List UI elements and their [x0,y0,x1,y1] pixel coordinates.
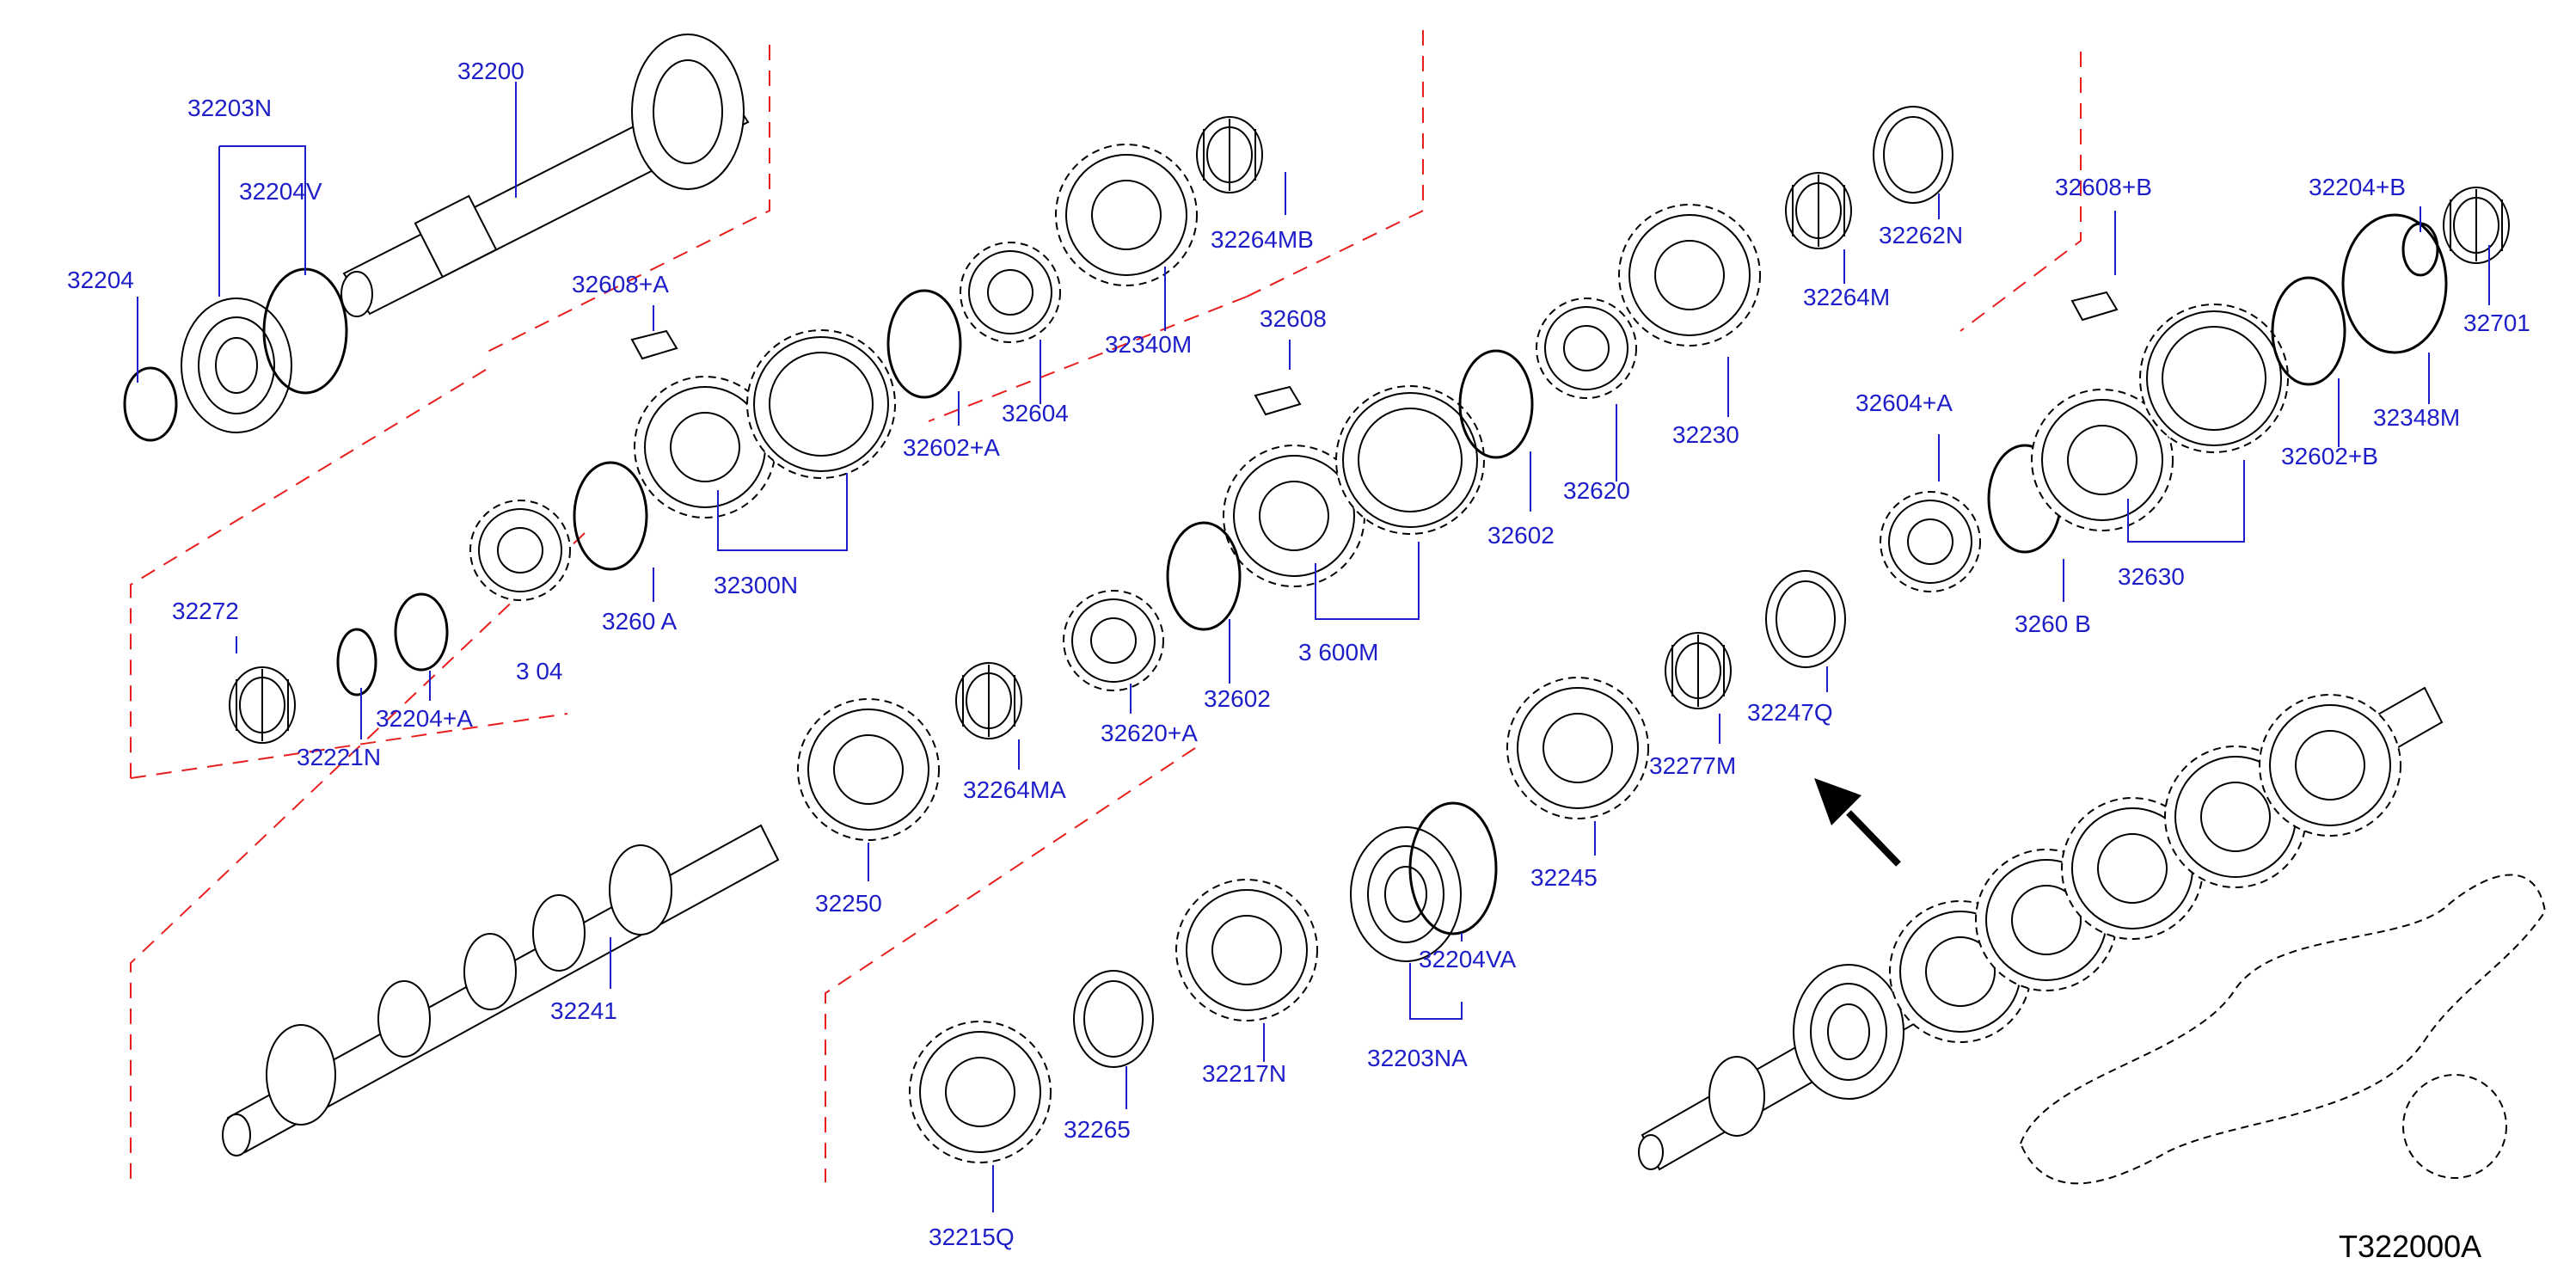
label-32300N: 32300N [714,572,798,598]
snap-ring-32602-A-upper [886,289,962,399]
label-32241: 32241 [550,997,617,1024]
label-32348M: 32348M [2373,404,2460,431]
bearing-32203NA [1350,826,1462,962]
label-32701: 32701 [2463,310,2530,336]
gear-32340M [1055,144,1198,286]
label-32277M: 32277M [1649,752,1736,779]
label-32602-B: 32602+B [2281,443,2378,469]
assembly-boundary-lines [130,30,2082,1182]
bushing-32247Q [1765,570,1846,668]
label-3260-B: 3260 B [2015,610,2091,637]
label-32608: 32608 [1260,305,1327,332]
part-labels: 32203N 32200 32204V 32204 32608+A 32300N… [67,58,2530,1250]
front-direction-arrow [1814,778,1901,867]
label-32217N: 32217N [1202,1060,1286,1087]
synchro-hub-32604 [960,242,1061,343]
needle-bearing-32264MA [955,662,1022,739]
ring-32221N [336,628,377,696]
label-32264M: 32264M [1803,284,1890,310]
label-32620-A: 32620+A [1101,720,1198,746]
needle-bearing-32264MB [1196,116,1263,193]
coupling-sleeve-32630 [2139,304,2289,453]
label-32230: 32230 [1672,421,1739,448]
label-32620: 32620 [1563,477,1630,504]
label-3260-A: 3260 A [602,608,678,635]
label-32272: 32272 [172,598,239,624]
label-32630: 32630 [2118,563,2185,590]
label-32602-middle: 32602 [1487,522,1555,549]
main-bearing-32203N [181,298,292,433]
snap-ring-32204 [123,366,178,442]
synchro-hub-32604-A [1880,491,1981,592]
label-32204: 32204 [67,267,134,293]
pilot-bearing-32701 [2443,187,2510,264]
label-32262N: 32262N [1879,222,1963,248]
insert-32608-A [630,329,678,360]
gear-32245 [1506,677,1649,819]
label-32608-A: 32608+A [572,271,669,298]
label-32604-A: 32604+A [1855,390,1953,416]
label-3-600M: 3 600M [1298,639,1378,666]
label-32245: 32245 [1530,864,1598,891]
leader-lines [137,82,2490,1212]
label-32204-B: 32204+B [2309,174,2406,200]
bushing-32265 [1073,970,1154,1068]
input-shaft-32200 [340,34,750,317]
label-32264MA: 32264MA [963,776,1066,803]
snap-ring-32204-A [394,592,449,672]
label-32215Q: 32215Q [929,1224,1015,1250]
label-32250: 32250 [815,890,882,917]
snap-ring-32602-lower [1166,521,1242,631]
synchro-hub-32620 [1536,298,1637,399]
label-32203N: 32203N [187,95,272,121]
insert-32608-B [2070,291,2119,322]
label-32204V: 32204V [239,178,322,205]
label-32604: 32604 [1002,400,1069,426]
snap-ring-3260-A [573,461,648,571]
snap-ring-32602-B [2271,276,2346,386]
diagram-code: T322000A [2339,1229,2481,1264]
bushing-32262N [1873,106,1953,204]
label-32608-B: 32608+B [2055,174,2152,200]
snap-ring-32348M [2341,213,2448,354]
label-32340M: 32340M [1105,331,1192,358]
gear-32215Q [909,1021,1052,1163]
mainshaft-32241 [222,824,780,1156]
gear-32250 [797,698,940,841]
label-32265: 32265 [1064,1116,1131,1143]
synchro-hub-32620-A [1063,590,1164,691]
label-32602-lower: 32602 [1204,685,1271,712]
coupling-sleeve-3-600M [1335,385,1485,535]
snap-ring-32602-middle [1458,349,1534,459]
needle-bearing-32272 [229,666,296,744]
label-32203NA: 32203NA [1367,1045,1468,1071]
label-32602-A-upper: 32602+A [903,434,1000,461]
synchro-hub-3-04 [469,500,571,601]
label-32221N: 32221N [297,744,381,770]
label-32247Q: 32247Q [1747,699,1833,726]
label-3-04: 3 04 [516,658,563,684]
coupling-sleeve-32300N [746,329,896,479]
assembled-shaft-view [1638,686,2547,1185]
gear-32230 [1618,204,1761,347]
snap-ring-32204VA [1408,801,1498,936]
needle-bearing-32264M [1785,172,1852,249]
insert-32608 [1254,385,1302,416]
label-32204VA: 32204VA [1419,946,1516,972]
label-32200: 32200 [457,58,524,84]
gear-32217N [1175,879,1318,1021]
label-32264MB: 32264MB [1211,226,1314,253]
needle-bearing-32277M [1665,632,1732,709]
label-32204-A: 32204+A [376,705,473,732]
